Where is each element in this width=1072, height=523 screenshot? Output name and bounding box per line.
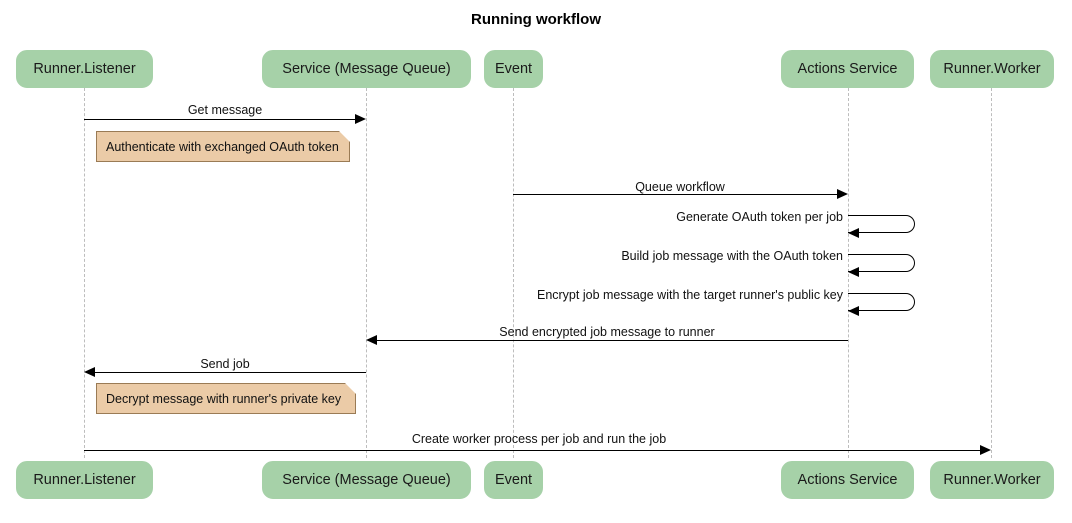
note-fold-icon (342, 383, 356, 397)
participant-actions-service-top[interactable]: Actions Service (781, 50, 914, 88)
participant-event-top[interactable]: Event (484, 50, 543, 88)
message-selfloop-encrypt-job-message-with-the-target-runners-public-key (848, 293, 915, 311)
participant-service-message-queue-top[interactable]: Service (Message Queue) (262, 50, 471, 88)
message-label-generate-oauth-token-per-job: Generate OAuth token per job (676, 210, 843, 224)
lifeline-runner-listener (84, 88, 85, 458)
message-arrowhead-queue-workflow (837, 189, 848, 199)
message-line-send-encrypted-job-message-to-runner (377, 340, 848, 341)
message-line-send-job (95, 372, 366, 373)
message-line-queue-workflow (513, 194, 837, 195)
note-fold-icon (336, 131, 350, 145)
message-arrowhead-generate-oauth-token-per-job (848, 228, 859, 238)
note-decrypt-message-with-runners-private-key: Decrypt message with runner's private ke… (96, 383, 356, 414)
note-text: Authenticate with exchanged OAuth token (106, 139, 339, 154)
participant-service-message-queue-bottom[interactable]: Service (Message Queue) (262, 461, 471, 499)
participant-event-bottom[interactable]: Event (484, 461, 543, 499)
message-label-queue-workflow: Queue workflow (635, 180, 725, 194)
lifeline-event (513, 88, 514, 458)
message-arrowhead-encrypt-job-message-with-the-target-runners-public-key (848, 306, 859, 316)
message-line-get-message (84, 119, 355, 120)
message-label-get-message: Get message (187, 103, 263, 117)
message-label-encrypt-job-message-with-the-target-runners-public-key: Encrypt job message with the target runn… (536, 288, 843, 302)
participant-runner-listener-top[interactable]: Runner.Listener (16, 50, 153, 88)
participant-runner-worker-bottom[interactable]: Runner.Worker (930, 461, 1054, 499)
participant-actions-service-bottom[interactable]: Actions Service (781, 461, 914, 499)
note-authenticate-with-exchanged-oauth-token: Authenticate with exchanged OAuth token (96, 131, 350, 162)
message-arrowhead-send-encrypted-job-message-to-runner (366, 335, 377, 345)
page-title: Running workflow (471, 11, 601, 28)
note-text: Decrypt message with runner's private ke… (106, 391, 342, 406)
message-arrowhead-send-job (84, 367, 95, 377)
message-label-send-job: Send job (200, 357, 250, 371)
message-arrowhead-build-job-message-with-the-oauth-token (848, 267, 859, 277)
message-arrowhead-get-message (355, 114, 366, 124)
message-selfloop-build-job-message-with-the-oauth-token (848, 254, 915, 272)
message-label-create-worker-process-per-job-and-run-the-job: Create worker process per job and run th… (411, 432, 667, 446)
message-arrowhead-create-worker-process-per-job-and-run-the-job (980, 445, 991, 455)
lifeline-service-message-queue (366, 88, 367, 458)
message-line-create-worker-process-per-job-and-run-the-job (84, 450, 980, 451)
message-label-build-job-message-with-the-oauth-token: Build job message with the OAuth token (621, 249, 843, 263)
message-selfloop-generate-oauth-token-per-job (848, 215, 915, 233)
participant-runner-worker-top[interactable]: Runner.Worker (930, 50, 1054, 88)
lifeline-runner-worker (991, 88, 992, 458)
participant-runner-listener-bottom[interactable]: Runner.Listener (16, 461, 153, 499)
message-label-send-encrypted-job-message-to-runner: Send encrypted job message to runner (499, 325, 715, 339)
